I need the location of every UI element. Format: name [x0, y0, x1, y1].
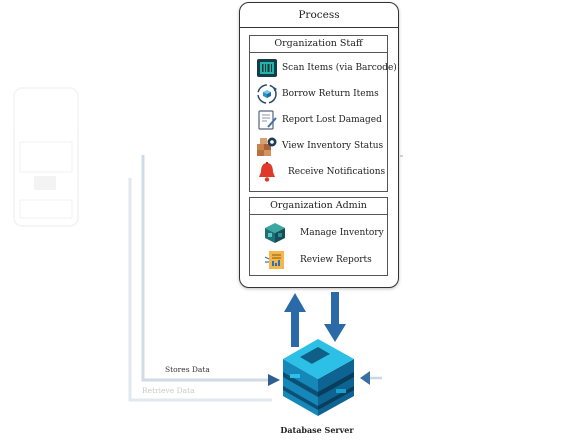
stores-arrowhead — [268, 374, 280, 386]
arrow-up-to-process — [284, 293, 306, 347]
right-input-arrow — [360, 371, 382, 385]
barcode-scanner-icon — [257, 59, 277, 77]
arrow-down-to-database — [324, 292, 346, 342]
retrieve-data-label: Retrieve Data — [142, 386, 195, 395]
report-clipboard-icon — [258, 110, 277, 130]
faded-panel — [13, 87, 79, 227]
staff-item-label: Report Lost Damaged — [282, 115, 382, 125]
bell-icon — [259, 162, 275, 182]
inventory-gear-icon — [257, 137, 277, 156]
faded-flow-lines — [128, 155, 280, 402]
staff-item-label: Scan Items (via Barcode) — [282, 63, 397, 73]
admin-item-label: Review Reports — [300, 255, 372, 265]
database-server-icon — [283, 339, 354, 416]
organization-staff-title: Organization Staff — [250, 36, 387, 53]
staff-item-borrow: Borrow Return Items — [256, 83, 379, 105]
staff-item-notifications: Receive Notifications — [256, 161, 385, 183]
process-container: Process Organization Staff Scan Items (v… — [239, 2, 399, 288]
admin-item-manage: Manage Inventory — [264, 222, 384, 244]
process-title: Process — [240, 3, 398, 28]
staff-item-report: Report Lost Damaged — [256, 109, 382, 131]
organization-staff-group: Organization Staff Scan Items (via Barco… — [249, 35, 397, 192]
database-server-label: Database Server — [280, 425, 354, 435]
organization-admin-title: Organization Admin — [250, 198, 387, 215]
warehouse-boxes-icon — [265, 223, 285, 243]
admin-item-label: Manage Inventory — [300, 228, 384, 238]
staff-item-view: View Inventory Status — [256, 135, 383, 157]
report-chart-icon — [264, 251, 284, 269]
staff-item-label: Borrow Return Items — [282, 89, 379, 99]
staff-item-label: Receive Notifications — [288, 167, 386, 177]
box-cycle-icon — [257, 84, 277, 104]
staff-item-label: View Inventory Status — [282, 141, 384, 151]
organization-admin-group: Organization Admin Manage Inventory — [249, 197, 388, 276]
staff-item-scan: Scan Items (via Barcode) — [256, 57, 397, 79]
stores-data-label: Stores Data — [165, 365, 210, 374]
admin-item-review: Review Reports — [264, 249, 372, 271]
